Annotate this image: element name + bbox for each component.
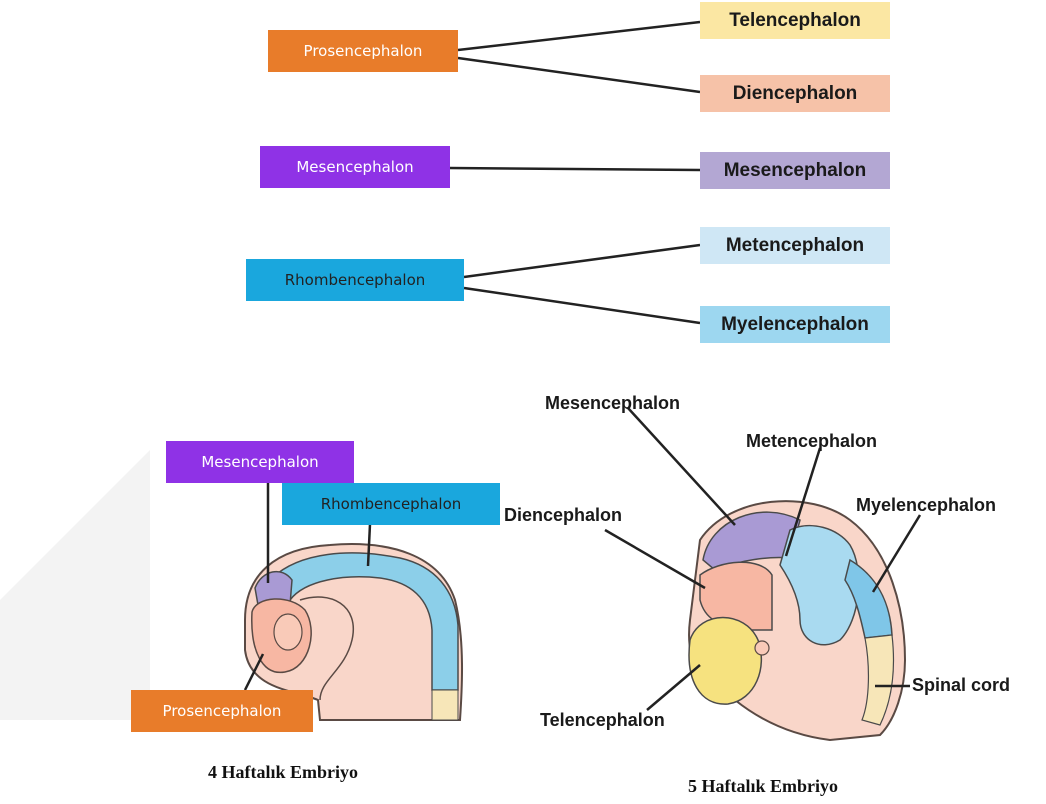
- week5-mesencephalon-label: Mesencephalon: [545, 393, 680, 414]
- week5-telencephalon-label: Telencephalon: [540, 710, 665, 731]
- week5-metencephalon-label: Metencephalon: [746, 431, 877, 452]
- week5-caption: 5 Haftalık Embriyo: [688, 776, 838, 797]
- week5-myelencephalon-label: Myelencephalon: [856, 495, 996, 516]
- week5-spinal-cord-label: Spinal cord: [912, 675, 1010, 696]
- week5-diencephalon-label: Diencephalon: [504, 505, 622, 526]
